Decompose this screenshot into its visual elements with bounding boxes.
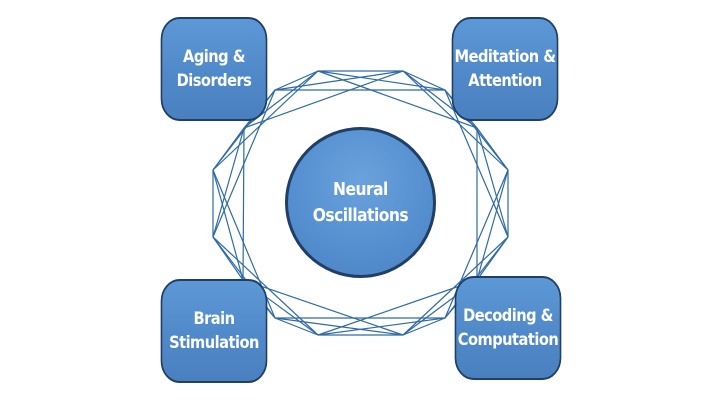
mesh-chord (317, 317, 446, 336)
mesh-chord (242, 127, 245, 281)
mesh-edge (212, 236, 244, 281)
center-node-neural-oscillations: Neural Oscillations (285, 127, 436, 278)
mesh-chord (402, 236, 509, 336)
mesh-chord (317, 70, 478, 129)
mesh-chord (274, 317, 404, 336)
topic-brain-stimulation: Brain Stimulation (160, 279, 268, 383)
mesh-chord (212, 89, 276, 238)
topic-label-line2: Disorders (176, 71, 252, 91)
mesh-chord (274, 70, 404, 91)
topic-meditation-attention: Meditation & Attention (451, 17, 559, 121)
topic-label-line1: Decoding & (463, 306, 553, 326)
center-label-line1: Neural (333, 178, 388, 200)
mesh-chord (476, 127, 509, 238)
mesh-chord (243, 70, 404, 129)
topic-aging-disorders: Aging & Disorders (160, 17, 268, 121)
topic-label-line2: Attention (468, 71, 542, 91)
mesh-edge (402, 317, 446, 336)
topic-label-line1: Aging & (183, 47, 245, 67)
topic-label-line2: Stimulation (169, 333, 259, 353)
mesh-edge (402, 70, 446, 91)
mesh-edge (274, 317, 319, 336)
mesh-chord (317, 279, 478, 336)
topic-label-line1: Brain (193, 309, 235, 329)
mesh-edge (476, 127, 509, 171)
mesh-chord (212, 236, 319, 336)
topic-label-line1: Meditation & (454, 47, 556, 67)
topic-label-line2: Computation (457, 330, 559, 350)
mesh-chord (212, 169, 244, 281)
mesh-edge (274, 70, 319, 91)
mesh-chord (402, 70, 509, 171)
center-label-line2: Oscillations (312, 204, 409, 226)
topic-decoding-computation: Decoding & Computation (454, 276, 562, 380)
